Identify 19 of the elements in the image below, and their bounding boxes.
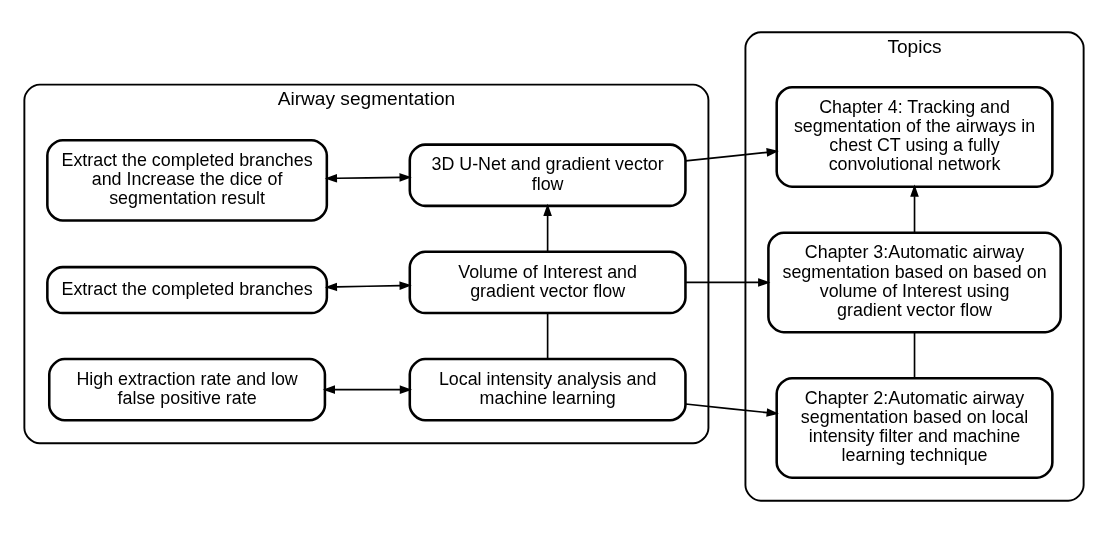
arrow — [684, 148, 779, 162]
node-box: Volume of Interest and gradient vector flow — [408, 250, 687, 315]
arrow — [543, 203, 552, 253]
node-box: Chapter 4: Tracking and segmentation of the airways in chest CT using a fully convolutional network — [775, 85, 1054, 188]
arrow — [910, 184, 919, 234]
node-box: Chapter 2:Automatic airway segmentation based on local intensity filter and machine learning technique — [775, 376, 1054, 479]
node-box: Local intensity analysis and machine learning — [408, 357, 687, 422]
arrow — [324, 173, 412, 183]
node-box: High extraction rate and low false positive rate — [48, 357, 327, 422]
arrow — [324, 281, 412, 292]
node-box: Extract the completed branches and Increase the dice of segmentation result — [46, 138, 329, 222]
arrow — [322, 385, 413, 394]
node-box: Chapter 3:Automatic airway segmentation based on based on volume of Interest using gradient vector flow — [767, 231, 1062, 334]
arrow — [684, 278, 771, 287]
node-box: Extract the completed branches — [46, 265, 329, 315]
connector — [913, 331, 916, 379]
arrow — [684, 403, 779, 417]
node-box: 3D U-Net and gradient vector flow — [408, 143, 687, 208]
connector — [546, 312, 549, 360]
